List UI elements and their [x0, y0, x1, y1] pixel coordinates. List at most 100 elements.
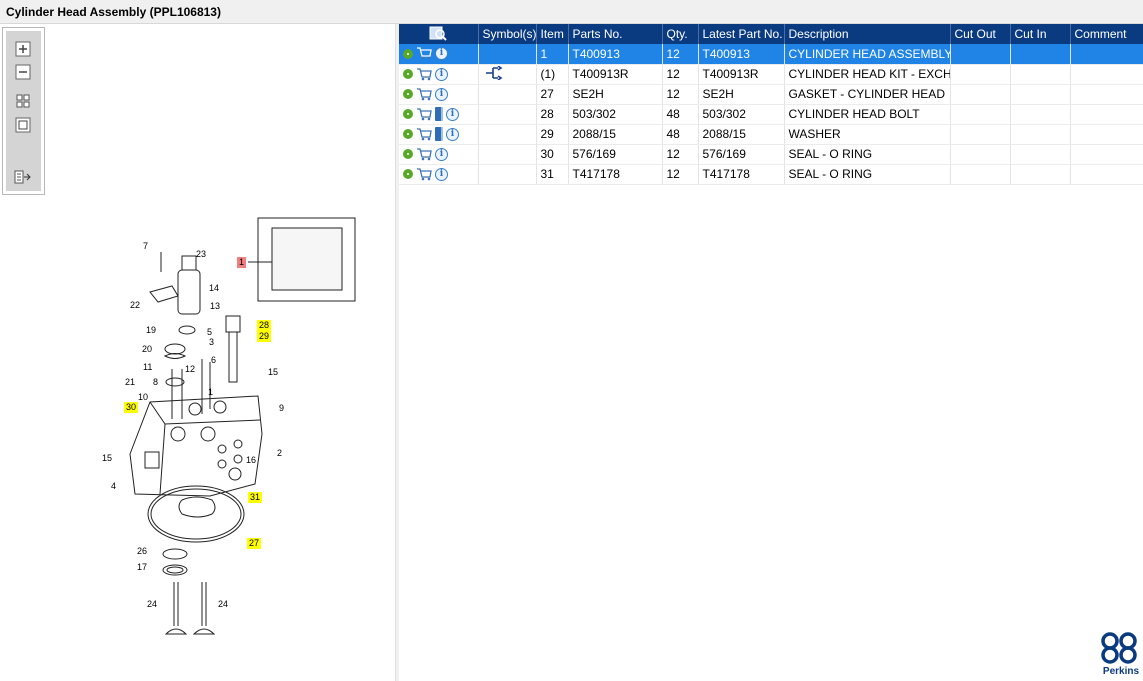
cell-item: 1	[536, 44, 569, 65]
cart-icon[interactable]	[416, 107, 432, 121]
cell-actions: i	[399, 144, 479, 165]
callout[interactable]: 3	[209, 337, 215, 347]
exchange-icon[interactable]	[483, 64, 503, 83]
callout-highlighted[interactable]: 29	[257, 331, 272, 342]
info-icon[interactable]: i	[435, 167, 448, 181]
callout-highlighted[interactable]: 27	[247, 538, 262, 549]
callout[interactable]: 1	[208, 387, 214, 397]
column-header-cut-in[interactable]: Cut In	[1010, 24, 1071, 44]
cart-icon[interactable]	[416, 147, 432, 161]
cell-cut-out	[950, 64, 1011, 85]
cell-cut-out	[950, 44, 1011, 65]
info-icon[interactable]: i	[446, 127, 459, 141]
callout[interactable]: 13	[210, 301, 221, 311]
column-header-description[interactable]: Description	[784, 24, 951, 44]
title-bar: Cylinder Head Assembly (PPL106813)	[0, 0, 1143, 24]
cell-actions: i	[399, 104, 479, 125]
callout[interactable]: 20	[142, 344, 153, 354]
callout[interactable]: 16	[246, 455, 257, 465]
gear-icon[interactable]	[403, 69, 413, 79]
callout[interactable]: 9	[279, 403, 285, 413]
column-header-latest-part-no[interactable]: Latest Part No.	[698, 24, 785, 44]
gear-icon[interactable]	[403, 48, 413, 59]
export-icon[interactable]	[14, 169, 32, 185]
gear-icon[interactable]	[403, 149, 413, 159]
callout[interactable]: 6	[211, 355, 217, 365]
callout[interactable]: 19	[146, 325, 157, 335]
column-header-symbols[interactable]: Symbol(s)	[478, 24, 537, 44]
cart-icon[interactable]	[416, 127, 432, 141]
book-icon[interactable]	[435, 107, 443, 121]
cell-qty: 48	[662, 104, 699, 125]
callout[interactable]: 24	[147, 599, 158, 609]
callout[interactable]: 22	[130, 300, 141, 310]
callout[interactable]: 15	[102, 453, 113, 463]
callout[interactable]: 5	[207, 327, 213, 337]
callout[interactable]: 17	[137, 562, 148, 572]
zoom-in-icon[interactable]	[14, 41, 32, 57]
info-icon[interactable]: i	[435, 67, 448, 81]
info-icon[interactable]: i	[446, 107, 459, 121]
callout[interactable]: 7	[143, 241, 149, 251]
callout[interactable]: 11	[143, 362, 153, 372]
column-header-cut-out[interactable]: Cut Out	[950, 24, 1011, 44]
column-header-parts-no[interactable]: Parts No.	[568, 24, 663, 44]
cell-cut-out	[950, 164, 1011, 185]
cell-comment	[1070, 144, 1143, 165]
info-icon[interactable]: i	[435, 87, 448, 101]
callout[interactable]: 10	[138, 392, 149, 402]
column-header-comment[interactable]: Comment	[1070, 24, 1143, 44]
actual-size-icon[interactable]	[14, 117, 32, 133]
cell-part-no: 2088/15	[568, 124, 663, 145]
pane-splitter[interactable]	[395, 24, 399, 681]
callout[interactable]: 15	[268, 367, 279, 377]
cart-icon[interactable]	[416, 47, 432, 60]
gear-icon[interactable]	[403, 109, 413, 119]
callout[interactable]: 23	[196, 249, 207, 259]
callout-highlighted[interactable]: 30	[124, 402, 139, 413]
cart-icon[interactable]	[416, 67, 432, 81]
info-icon[interactable]: i	[435, 147, 448, 161]
gear-icon[interactable]	[403, 89, 413, 99]
gear-icon[interactable]	[403, 129, 413, 139]
cell-cut-in	[1010, 104, 1071, 125]
book-icon[interactable]	[435, 127, 443, 141]
callout[interactable]: 24	[218, 599, 229, 609]
cell-latest-part-no: T417178	[698, 164, 785, 185]
column-header-item[interactable]: Item	[536, 24, 569, 44]
cart-icon[interactable]	[416, 167, 432, 181]
cell-description: CYLINDER HEAD ASSEMBLY	[784, 44, 951, 65]
callout[interactable]: 2	[277, 448, 283, 458]
callout[interactable]: 12	[185, 364, 196, 374]
callout[interactable]: 26	[137, 546, 148, 556]
column-header-view[interactable]	[399, 24, 479, 44]
column-header-qty[interactable]: Qty.	[662, 24, 699, 44]
fit-window-icon[interactable]	[14, 93, 32, 109]
cart-icon[interactable]	[416, 87, 432, 101]
callout-highlighted[interactable]: 1	[237, 257, 247, 268]
callout-highlighted[interactable]: 28	[257, 320, 272, 331]
callout[interactable]: 21	[125, 377, 136, 387]
callout[interactable]: 4	[111, 481, 117, 491]
info-icon[interactable]: i	[435, 47, 448, 61]
zoom-toolbar	[2, 27, 45, 195]
cell-item: 27	[536, 84, 569, 105]
zoom-out-icon[interactable]	[14, 64, 32, 80]
cell-item: 30	[536, 144, 569, 165]
callout-highlighted[interactable]: 31	[248, 492, 263, 503]
callout[interactable]: 14	[209, 283, 220, 293]
exploded-diagram[interactable]	[0, 24, 395, 681]
view-diagram-icon[interactable]	[429, 25, 447, 44]
callout[interactable]: 8	[153, 377, 159, 387]
cell-qty: 12	[662, 84, 699, 105]
cell-cut-in	[1010, 144, 1071, 165]
diagram-pane[interactable]: 7 23 1 14 22 13 28 29 19 5 3 20 6 11 12 …	[0, 24, 395, 681]
gear-icon[interactable]	[403, 169, 413, 179]
